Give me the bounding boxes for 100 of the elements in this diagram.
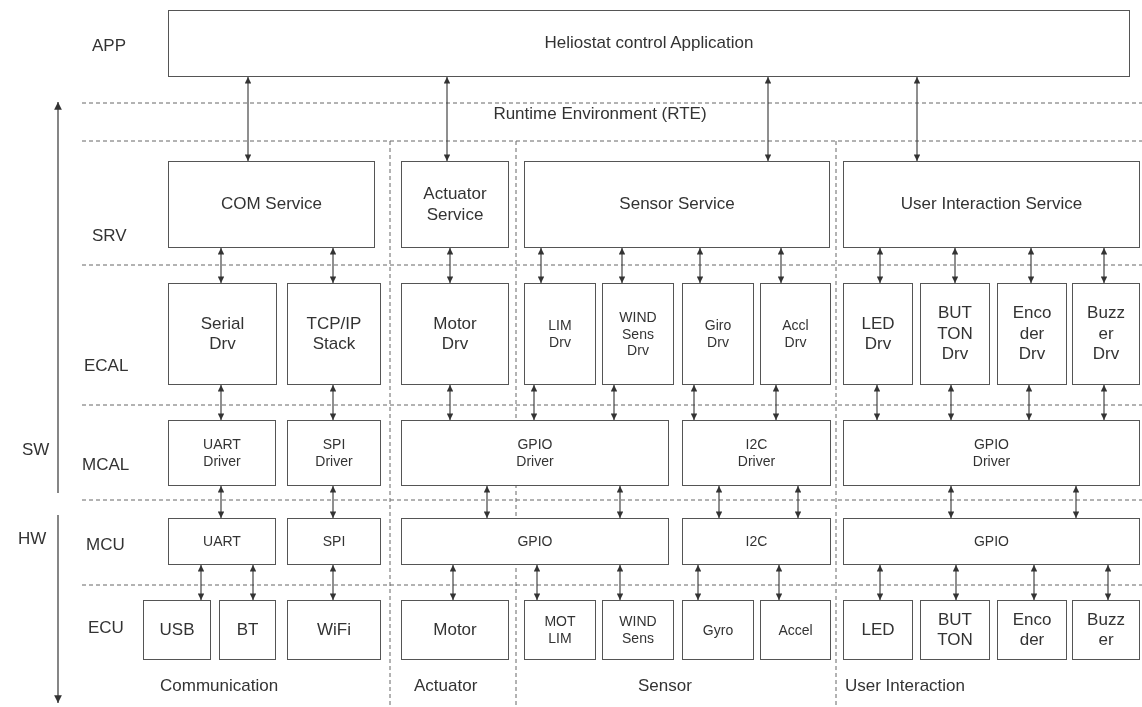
- node-label: I2C Driver: [736, 436, 777, 470]
- connector-arrow: [777, 247, 785, 284]
- node-label: UART: [203, 533, 241, 550]
- connector-arrow: [952, 564, 960, 601]
- node-label: Sensor Service: [619, 194, 735, 215]
- connector-arrow: [329, 247, 337, 284]
- process-box: [168, 10, 1130, 77]
- node-label: SPI Driver: [314, 436, 354, 470]
- connector-arrow: [616, 564, 624, 601]
- connector-arrow: [715, 485, 723, 519]
- connector-arrow: [775, 564, 783, 601]
- layer-label: User Interaction: [845, 676, 965, 696]
- process-box: [843, 420, 1140, 486]
- layer-label: MCU: [86, 535, 125, 555]
- process-box: [682, 600, 754, 660]
- node-label: Gyro: [702, 621, 734, 639]
- connector-arrow: [1072, 485, 1080, 519]
- node-label: BUT TON: [936, 609, 974, 651]
- connector-arrow: [217, 384, 225, 421]
- node-label: Enco der: [1011, 609, 1053, 651]
- node-label: COM Service: [220, 194, 323, 215]
- connector-arrow: [217, 247, 225, 284]
- process-box: [168, 518, 276, 565]
- node-label: User Interaction Service: [900, 194, 1083, 215]
- layer-label: ECAL: [84, 356, 129, 376]
- connector-arrow: [1100, 247, 1108, 284]
- layer-label: SW: [22, 440, 50, 460]
- node-label: WiFi: [317, 619, 351, 641]
- process-box: [602, 283, 674, 385]
- process-box: [843, 161, 1140, 248]
- process-box: [401, 420, 669, 486]
- connector-arrow: [913, 76, 921, 162]
- connector-arrow: [616, 485, 624, 519]
- process-box: [997, 600, 1067, 660]
- process-box: [920, 600, 990, 660]
- connector-arrow: [951, 247, 959, 284]
- process-box: [401, 600, 509, 660]
- process-box: [1072, 283, 1140, 385]
- connector-arrow: [690, 384, 698, 421]
- node-label: TCP/IP Stack: [305, 313, 363, 355]
- process-box: [524, 600, 596, 660]
- connector-arrow: [610, 384, 618, 421]
- process-box: [143, 600, 211, 660]
- connector-arrow: [217, 485, 225, 519]
- node-label: Enco der Drv: [1011, 303, 1053, 365]
- node-label: Motor: [433, 619, 477, 641]
- process-box: [219, 600, 276, 660]
- connector-arrow: [1025, 384, 1033, 421]
- process-box: [524, 283, 596, 385]
- node-label: UART Driver: [202, 436, 242, 470]
- connector-arrow: [1027, 247, 1035, 284]
- layer-label: ECU: [88, 618, 124, 638]
- node-label: SPI: [322, 533, 346, 550]
- node-label: Giro Drv: [703, 317, 733, 351]
- process-box: [682, 420, 831, 486]
- process-box: [1072, 600, 1140, 660]
- node-label: LIM Drv: [547, 317, 573, 351]
- connector-arrow: [873, 384, 881, 421]
- layer-label: APP: [92, 36, 127, 56]
- process-box: [287, 420, 381, 486]
- layer-label: MCAL: [82, 455, 130, 475]
- connector-arrow: [794, 485, 802, 519]
- node-label: GPIO: [974, 533, 1009, 550]
- connector-arrow: [694, 564, 702, 601]
- node-label: MOT LIM: [543, 613, 577, 647]
- process-box: [843, 518, 1140, 565]
- node-label: BUT TON Drv: [936, 303, 974, 365]
- connector-arrow: [537, 247, 545, 284]
- layer-label: Actuator: [414, 676, 478, 696]
- process-box: [920, 283, 990, 385]
- connector-arrow: [446, 384, 454, 421]
- connector-arrow: [533, 564, 541, 601]
- node-label: LED: [861, 619, 895, 641]
- process-box: [843, 600, 913, 660]
- connector-arrow: [530, 384, 538, 421]
- process-box: [168, 161, 375, 248]
- node-label: Motor Drv: [432, 313, 478, 355]
- process-box: [287, 518, 381, 565]
- connector-arrow: [1030, 564, 1038, 601]
- process-box: [168, 420, 276, 486]
- process-box: [168, 283, 277, 385]
- connector-arrow: [696, 247, 704, 284]
- process-box: [682, 518, 831, 565]
- process-box: [997, 283, 1067, 385]
- connector-arrow: [329, 485, 337, 519]
- connector-arrow: [329, 564, 337, 601]
- layer-label: Runtime Environment (RTE): [492, 104, 708, 124]
- connector-arrow: [618, 247, 626, 284]
- connector-arrow: [449, 564, 457, 601]
- process-box: [401, 161, 509, 248]
- process-box: [760, 283, 831, 385]
- layer-label: Communication: [160, 676, 279, 696]
- node-label: Serial Drv: [199, 313, 246, 355]
- process-box: [524, 161, 830, 248]
- node-label: Heliostat control Application: [544, 33, 754, 54]
- connector-arrow: [329, 384, 337, 421]
- node-label: WIND Sens Drv: [618, 308, 658, 360]
- node-label: Actuator Service: [422, 184, 488, 225]
- connector-arrow: [197, 564, 205, 601]
- connector-arrow: [446, 247, 454, 284]
